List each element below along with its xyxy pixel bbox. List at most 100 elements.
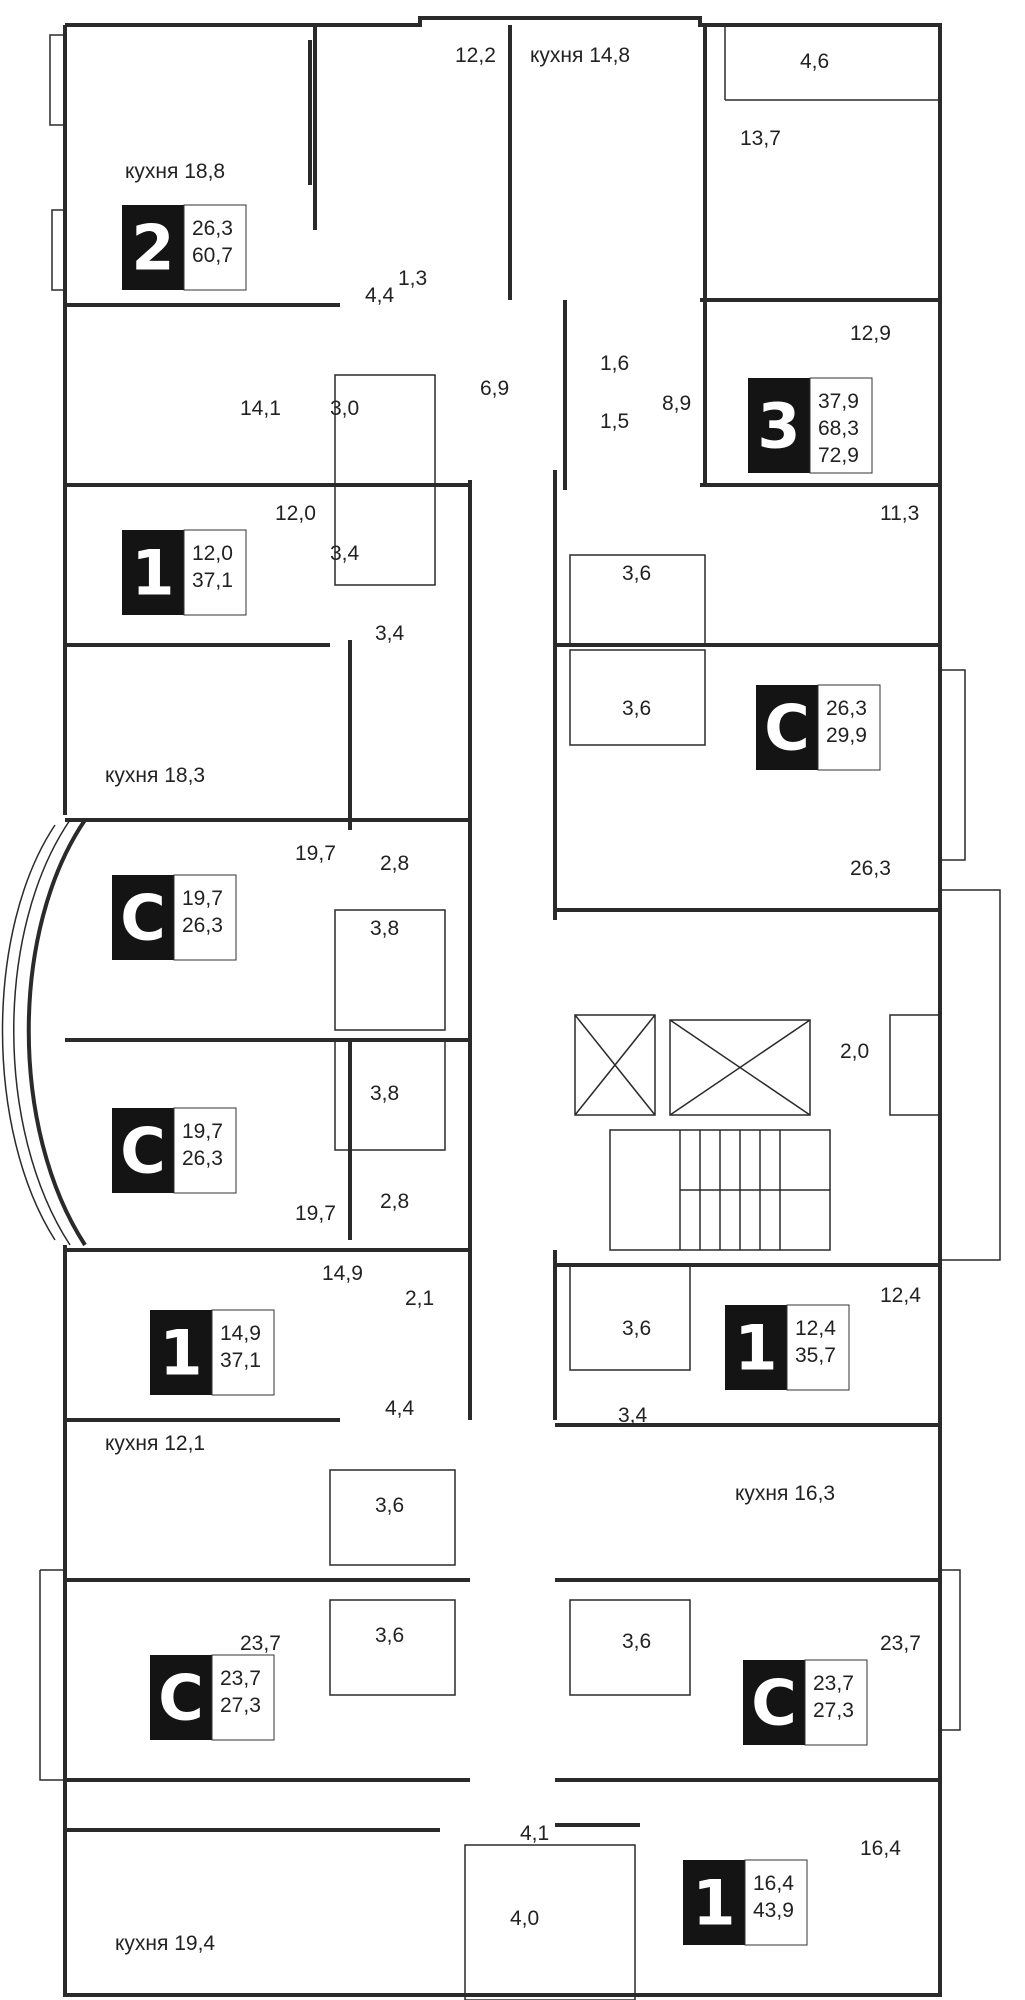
area-value: 26,3	[182, 1147, 223, 1170]
room-label: 3,8	[370, 1082, 399, 1105]
area-box	[817, 684, 881, 771]
apartment-type: С	[764, 692, 810, 765]
area-value: 12,4	[795, 1317, 836, 1340]
badge-tile	[743, 1660, 805, 1745]
room-label: 2,1	[405, 1287, 434, 1310]
apartment-type: 1	[131, 537, 174, 610]
apartment-badge: 1 16,4 43,9	[683, 1859, 808, 1946]
room-label: 4,0	[510, 1907, 539, 1930]
badge-tile	[150, 1655, 212, 1740]
area-value: 12,0	[192, 542, 233, 565]
badge-tile	[122, 530, 184, 615]
apartment-type: 3	[757, 390, 800, 463]
apartment-type: 1	[734, 1312, 777, 1385]
room-label: 2,8	[380, 1190, 409, 1213]
apartment-badge: С 23,7 27,3	[743, 1659, 868, 1746]
area-box	[183, 529, 247, 616]
area-value: 37,1	[192, 569, 233, 592]
room-label: 3,6	[622, 562, 651, 585]
apartment-badge: 1 12,4 35,7	[725, 1304, 850, 1391]
area-box	[173, 874, 237, 961]
room-label: 16,4	[860, 1837, 901, 1860]
apartment-type: 1	[692, 1867, 735, 1940]
room-label: 2,0	[840, 1040, 869, 1063]
badge-tile	[725, 1305, 787, 1390]
area-value: 23,7	[813, 1672, 854, 1695]
area-value: 68,3	[818, 417, 859, 440]
area-value: 72,9	[818, 444, 859, 467]
room-label: 13,7	[740, 127, 781, 150]
room-label: 4,4	[365, 284, 395, 307]
apartment-type: 1	[159, 1317, 202, 1390]
apartment-type: С	[751, 1667, 797, 1740]
room-label: 26,3	[850, 857, 891, 880]
area-value: 37,9	[818, 390, 859, 413]
apartment-type: 2	[131, 212, 174, 285]
apartment-type: С	[120, 882, 166, 955]
badge-tile	[756, 685, 818, 770]
room-label: 2,8	[380, 852, 409, 875]
apartment-badge: С 26,3 29,9	[756, 684, 881, 771]
room-label: 19,7	[295, 1202, 336, 1225]
room-label: 12,4	[880, 1284, 921, 1307]
room-label: 3,4	[375, 622, 405, 645]
area-value: 27,3	[220, 1694, 261, 1717]
room-label: кухня 19,4	[115, 1932, 215, 1955]
room-label: 4,1	[520, 1822, 549, 1845]
apartment-badge: 3 37,9 68,3 72,9	[748, 377, 873, 474]
apartment-type: С	[158, 1662, 204, 1735]
badge-tile	[748, 378, 810, 473]
room-label: 3,8	[370, 917, 399, 940]
apartment-type: С	[120, 1115, 166, 1188]
apartment-badge: 1 12,0 37,1	[122, 529, 247, 616]
area-box	[211, 1654, 275, 1741]
area-box	[211, 1309, 275, 1396]
room-label: кухня 18,3	[105, 764, 205, 787]
area-value: 16,4	[753, 1872, 794, 1895]
apartment-badge: С 23,7 27,3	[150, 1654, 275, 1741]
room-label: 3,6	[375, 1494, 404, 1517]
room-label: 3,0	[330, 397, 359, 420]
room-label: кухня 16,3	[735, 1482, 835, 1505]
badge-tile	[150, 1310, 212, 1395]
area-value: 26,3	[192, 217, 233, 240]
walls	[1, 16, 1001, 2000]
room-label: 11,3	[880, 502, 919, 525]
room-label: 14,9	[322, 1262, 363, 1285]
room-label: 23,7	[880, 1632, 921, 1655]
area-value: 23,7	[220, 1667, 261, 1690]
area-value: 26,3	[826, 697, 867, 720]
area-value: 37,1	[220, 1349, 261, 1372]
area-box	[786, 1304, 850, 1391]
area-value: 19,7	[182, 887, 223, 910]
room-label: 1,3	[398, 267, 427, 290]
area-value: 27,3	[813, 1699, 854, 1722]
room-label: 23,7	[240, 1632, 281, 1655]
room-label: кухня 18,8	[125, 160, 225, 183]
room-label: 3,4	[330, 542, 360, 565]
area-value: 35,7	[795, 1344, 836, 1367]
room-label: 12,9	[850, 322, 891, 345]
room-label: 3,6	[622, 1317, 651, 1340]
apartment-badge: С 19,7 26,3	[112, 1107, 237, 1194]
room-label: кухня 12,1	[105, 1432, 205, 1455]
area-value: 43,9	[753, 1899, 794, 1922]
room-label: 8,9	[662, 392, 691, 415]
room-label: 19,7	[295, 842, 336, 865]
room-label: 3,6	[622, 697, 651, 720]
badge-tile	[112, 875, 174, 960]
area-value: 14,9	[220, 1322, 261, 1345]
room-label: 3,4	[618, 1404, 648, 1427]
area-value: 29,9	[826, 724, 867, 747]
room-label: 3,6	[622, 1630, 651, 1653]
room-label: 1,6	[600, 352, 629, 375]
room-label: 1,5	[600, 410, 629, 433]
area-value: 19,7	[182, 1120, 223, 1143]
badge-tile	[112, 1108, 174, 1193]
room-label: 3,6	[375, 1624, 404, 1647]
